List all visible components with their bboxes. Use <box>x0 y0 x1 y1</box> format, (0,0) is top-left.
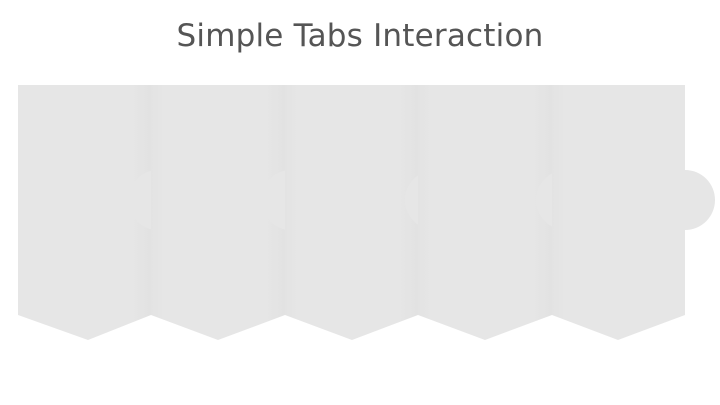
tab-1[interactable] <box>18 85 188 345</box>
tab-strip <box>18 85 718 345</box>
tab-5-indicator <box>655 170 715 230</box>
tab-3-shape <box>285 85 418 340</box>
tab-1-shape <box>18 85 151 340</box>
tab-5-shape <box>552 85 685 340</box>
page-title: Simple Tabs Interaction <box>176 18 544 54</box>
tab-4-shape <box>418 85 552 340</box>
tab-5[interactable] <box>552 85 718 345</box>
tab-3[interactable] <box>285 85 465 345</box>
tab-2-shape <box>151 85 285 340</box>
tab-2[interactable] <box>151 85 321 345</box>
tab-4[interactable] <box>418 85 596 345</box>
